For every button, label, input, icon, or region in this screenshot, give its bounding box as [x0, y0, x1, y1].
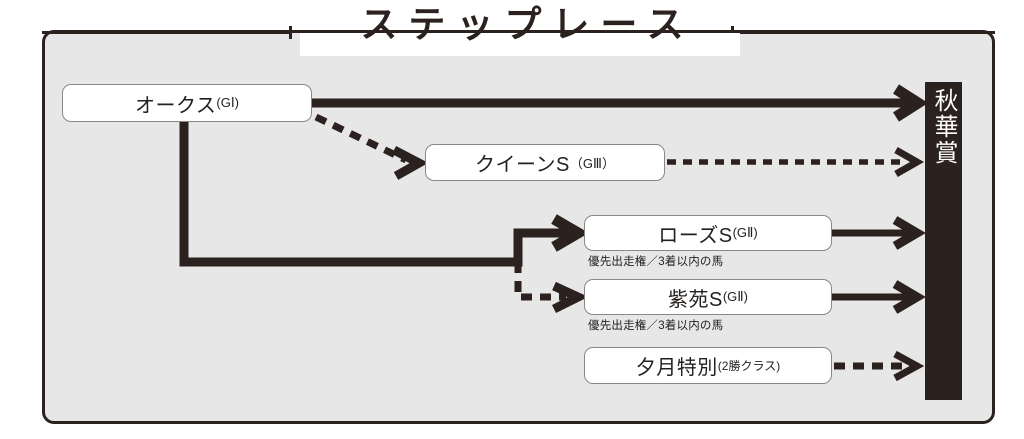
race-name: ローズS: [658, 224, 733, 247]
diagram-title: ステップレース: [360, 3, 695, 46]
connector-oaks-to-shien: [514, 262, 589, 314]
race-box-queen-s[interactable]: クイーンS （GⅢ）: [425, 144, 665, 181]
race-name: 夕月特別: [635, 357, 718, 379]
goal-race-bar: 秋華賞: [925, 82, 962, 400]
title-tick-right: [731, 26, 734, 39]
connector-oaks-to-rose: [179, 122, 589, 267]
race-box-oaks[interactable]: オークス (GⅠ): [62, 84, 312, 122]
connector-oaks-to-queen: [314, 113, 429, 180]
goal-race-label: 秋華賞: [930, 88, 957, 166]
caption-shien-s: 優先出走権／3着以内の馬: [588, 320, 724, 332]
race-name: クイーンS: [475, 154, 570, 176]
race-grade: (GⅡ): [732, 225, 758, 240]
race-grade: （GⅢ）: [569, 156, 615, 171]
race-grade: (2勝クラス): [717, 359, 781, 373]
connector-oaks-to-goal: [312, 84, 929, 122]
connector-rose-to-goal: [832, 216, 926, 250]
race-name: オークス: [134, 94, 217, 117]
title-rule-left: [42, 31, 292, 34]
race-name: 紫苑S: [667, 288, 723, 311]
race-box-rose-s[interactable]: ローズS (GⅡ): [584, 215, 832, 251]
caption-rose-s: 優先出走権／3着以内の馬: [588, 256, 724, 268]
race-box-yuduki-tokubetsu[interactable]: 夕月特別 (2勝クラス): [584, 347, 832, 384]
title-rule-right: [731, 31, 995, 34]
connector-queen-to-goal: [667, 146, 925, 178]
race-grade: (GⅡ): [722, 289, 748, 304]
connector-yuduki-to-goal: [834, 350, 925, 382]
title-band: [300, 33, 740, 56]
connector-shien-to-goal: [832, 280, 926, 314]
race-box-shien-s[interactable]: 紫苑S (GⅡ): [584, 279, 832, 315]
race-grade: (GⅠ): [216, 95, 239, 110]
title-tick-left: [289, 26, 292, 39]
